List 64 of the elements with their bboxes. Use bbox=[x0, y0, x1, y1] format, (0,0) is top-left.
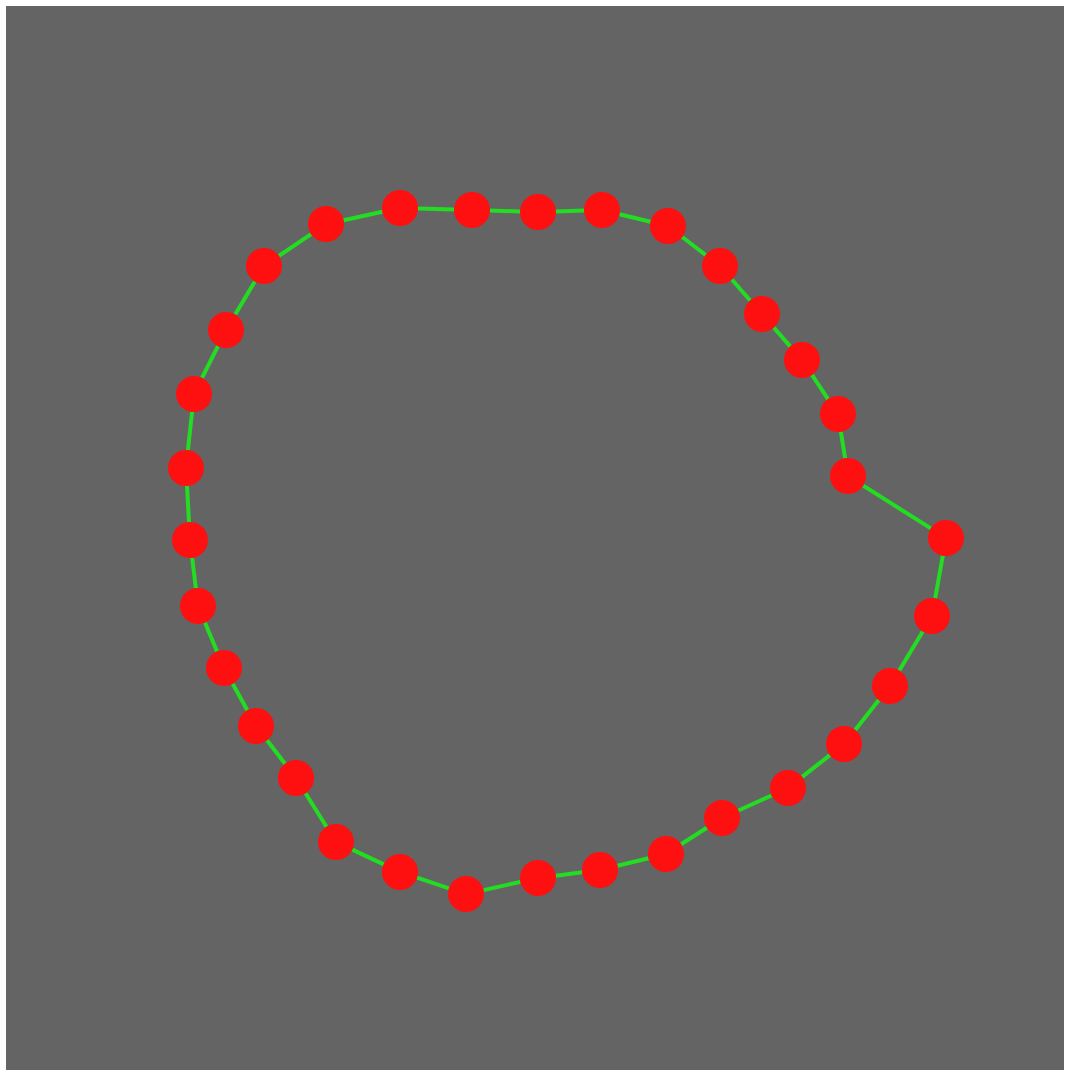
point-marker bbox=[820, 396, 856, 432]
point-marker bbox=[382, 190, 418, 226]
connector-line bbox=[838, 431, 848, 459]
point-marker bbox=[318, 824, 354, 860]
point-marker bbox=[582, 852, 618, 888]
connector-line bbox=[555, 208, 585, 214]
point-marker bbox=[238, 708, 274, 744]
point-marker bbox=[208, 312, 244, 348]
connector-line bbox=[185, 485, 191, 523]
point-marker bbox=[704, 800, 740, 836]
connector-line bbox=[681, 235, 707, 257]
point-marker bbox=[278, 760, 314, 796]
point-marker bbox=[872, 668, 908, 704]
connector-line bbox=[200, 345, 220, 379]
point-marker bbox=[784, 342, 820, 378]
connector-line bbox=[417, 206, 455, 212]
connector-line bbox=[230, 682, 250, 712]
point-marker bbox=[928, 520, 964, 556]
point-marker bbox=[702, 248, 738, 284]
point-marker bbox=[520, 194, 556, 230]
point-marker bbox=[454, 192, 490, 228]
connector-line bbox=[897, 630, 925, 672]
connector-line bbox=[343, 209, 383, 223]
connector-line bbox=[185, 411, 195, 451]
point-marker bbox=[584, 192, 620, 228]
point-marker bbox=[826, 726, 862, 762]
point-marker bbox=[770, 770, 806, 806]
connector-line bbox=[190, 557, 198, 589]
connector-line bbox=[617, 856, 649, 868]
point-marker bbox=[308, 206, 344, 242]
point-marker bbox=[206, 650, 242, 686]
connector-line bbox=[933, 555, 945, 599]
point-marker bbox=[830, 458, 866, 494]
connector-line bbox=[800, 753, 832, 779]
connector-line bbox=[555, 870, 583, 878]
point-marker bbox=[246, 248, 282, 284]
point-marker bbox=[168, 450, 204, 486]
connector-line bbox=[772, 326, 792, 348]
connector-line bbox=[489, 208, 521, 214]
point-marker bbox=[180, 588, 216, 624]
point-marker bbox=[520, 860, 556, 896]
connector-line bbox=[619, 212, 651, 224]
connector-line bbox=[483, 879, 521, 893]
connector-line bbox=[233, 280, 257, 316]
connector-line bbox=[737, 793, 773, 813]
point-marker bbox=[914, 598, 950, 634]
connector-line bbox=[351, 847, 385, 867]
point-marker bbox=[172, 522, 208, 558]
connector-line bbox=[810, 373, 830, 401]
connector-line bbox=[680, 826, 708, 846]
connector-line bbox=[277, 232, 313, 258]
point-marker bbox=[176, 376, 212, 412]
connector-line bbox=[203, 621, 219, 653]
point-marker bbox=[648, 836, 684, 872]
point-marker bbox=[448, 876, 484, 912]
point-marker bbox=[744, 296, 780, 332]
connector-line bbox=[853, 698, 881, 732]
connector-line bbox=[730, 278, 752, 302]
connector-line bbox=[303, 792, 329, 828]
point-marker bbox=[382, 854, 418, 890]
point-marker bbox=[650, 208, 686, 244]
connector-line bbox=[265, 739, 287, 765]
connector-line bbox=[862, 483, 932, 531]
connector-line bbox=[416, 875, 450, 891]
